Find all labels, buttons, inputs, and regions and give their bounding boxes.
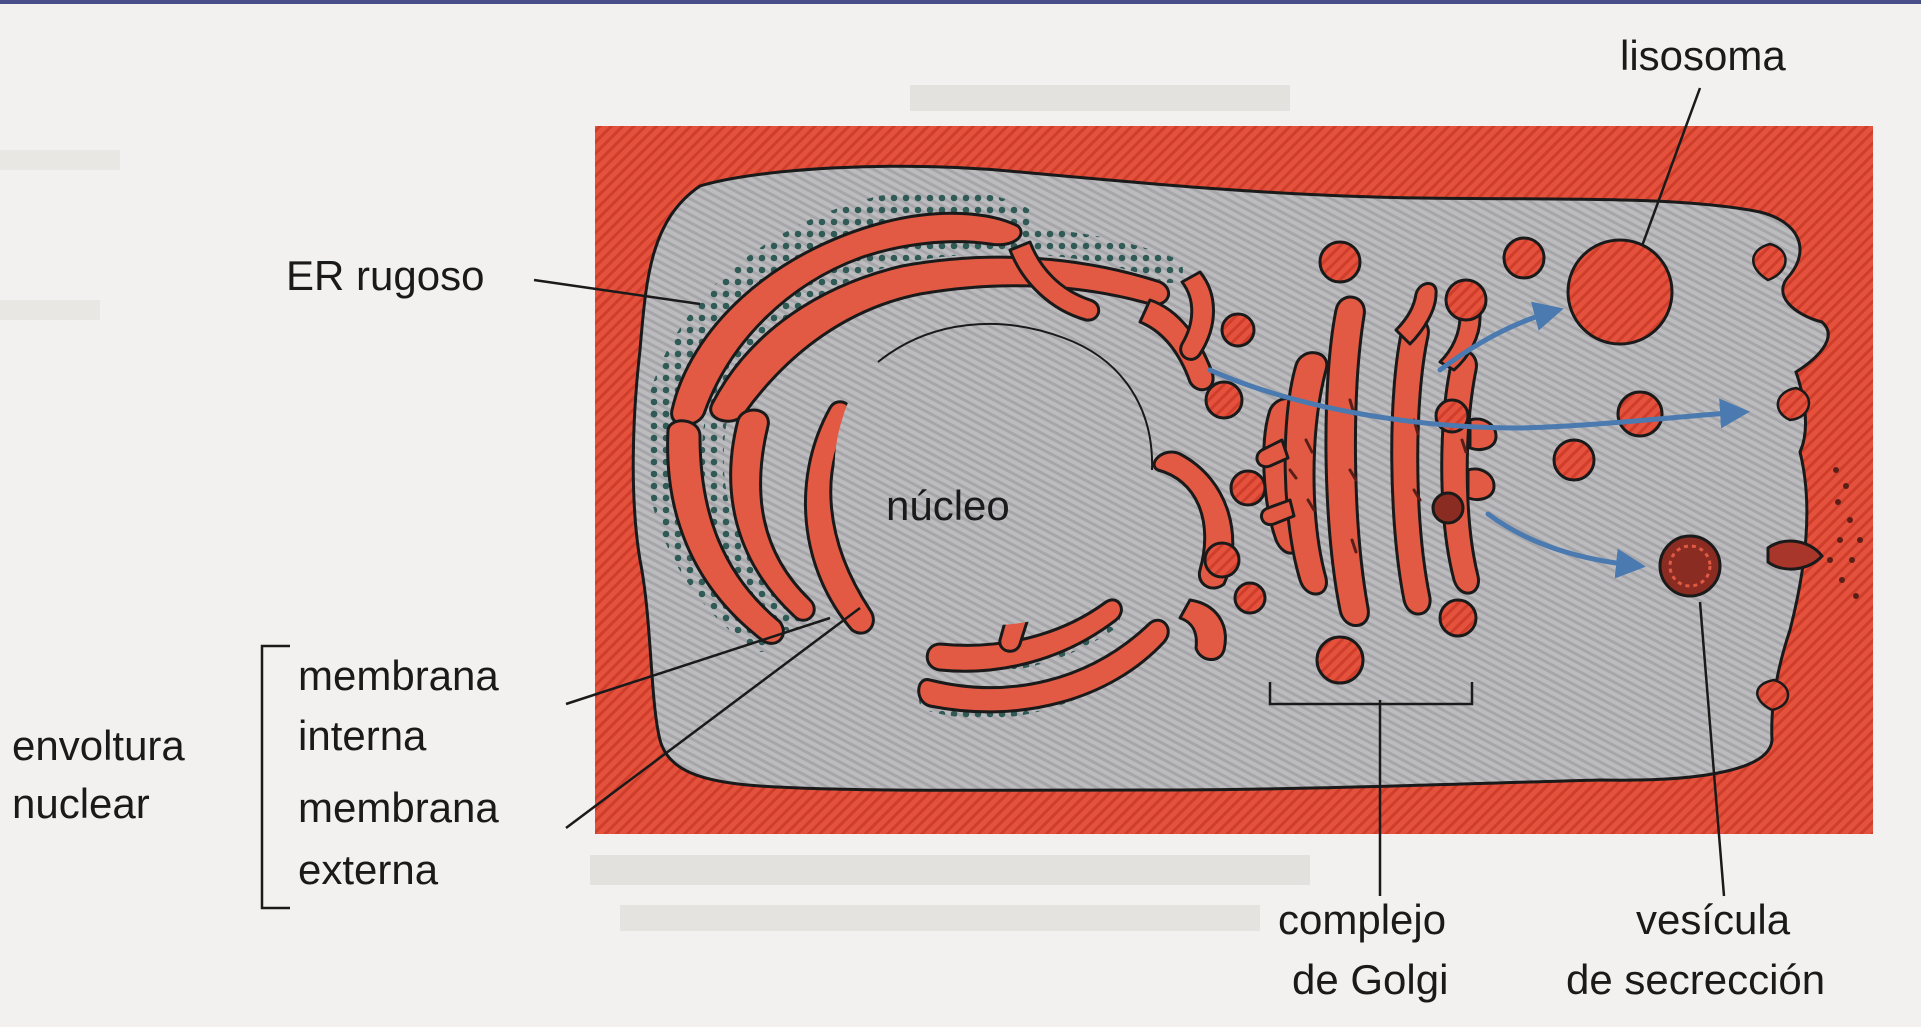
label-outer-membrane-2: externa xyxy=(298,846,439,893)
lysosome-organelle xyxy=(1568,240,1672,344)
label-inner-membrane-2: interna xyxy=(298,712,427,759)
window-top-bar xyxy=(0,0,1921,4)
label-nuclear-envelope-1: envoltura xyxy=(12,722,185,769)
label-nuclear-envelope-2: nuclear xyxy=(12,780,150,827)
nucleus xyxy=(835,324,1152,625)
label-inner-membrane-1: membrana xyxy=(298,652,499,699)
nuclear-envelope-bracket xyxy=(262,646,290,908)
label-secretory-vesicle-2: de secrección xyxy=(1566,956,1825,1003)
label-rough-er: ER rugoso xyxy=(286,252,484,299)
label-outer-membrane-1: membrana xyxy=(298,784,499,831)
label-golgi-2: de Golgi xyxy=(1292,956,1448,1003)
label-secretory-vesicle-1: vesícula xyxy=(1636,896,1791,943)
label-golgi-1: complejo xyxy=(1278,896,1446,943)
label-lysosome: lisosoma xyxy=(1620,32,1786,79)
label-nucleus: núcleo xyxy=(886,482,1010,529)
